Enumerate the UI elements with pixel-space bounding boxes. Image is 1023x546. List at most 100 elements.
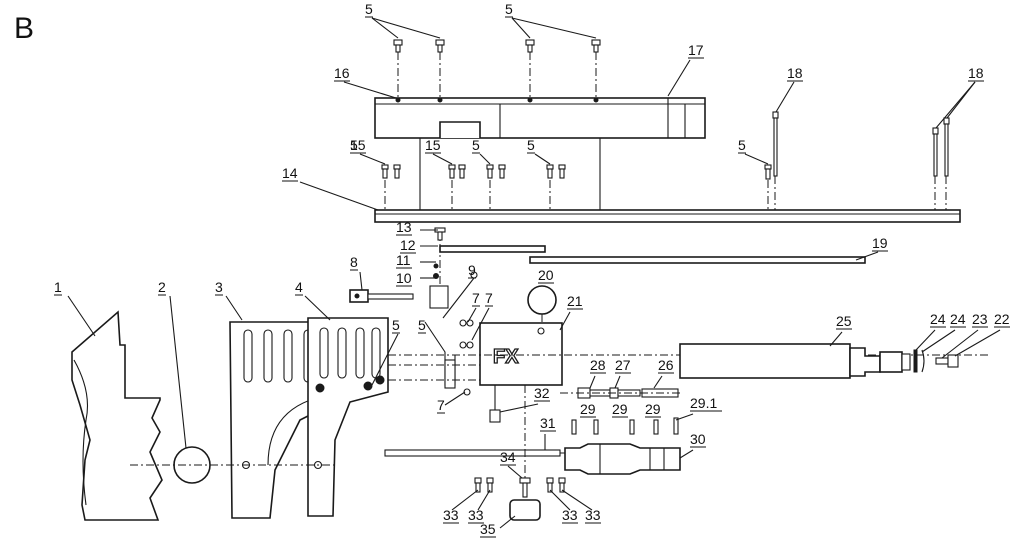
leader-line xyxy=(444,391,466,406)
callout-label: 26 xyxy=(658,357,674,373)
stock-plate-4 xyxy=(307,317,389,517)
leader-line xyxy=(915,329,936,351)
callout-label: 29 xyxy=(612,401,628,417)
lever-8 xyxy=(349,289,414,303)
leader-line xyxy=(653,375,663,389)
rail-screw-holes-16 xyxy=(395,97,599,103)
callout-label: 31 xyxy=(540,415,556,431)
leader-line xyxy=(499,515,516,529)
callout-label: 18 xyxy=(968,65,984,81)
leader-line xyxy=(299,181,379,211)
callout-label: 19 xyxy=(872,235,888,251)
trigger-rod-31 xyxy=(384,449,565,457)
leader-line xyxy=(744,153,769,165)
cylinder-30 xyxy=(564,443,681,475)
callout-label: 4 xyxy=(295,279,303,295)
leader-line xyxy=(371,17,441,39)
fx-logo: FX xyxy=(493,346,519,368)
callout-label: 5 xyxy=(418,317,426,333)
callout-label: 11 xyxy=(396,252,411,268)
part-10-block xyxy=(429,263,449,309)
leader-line xyxy=(371,333,399,386)
leader-line xyxy=(359,271,363,291)
leader-line xyxy=(359,153,386,165)
callout-label: 14 xyxy=(282,165,298,181)
gauge-20 xyxy=(527,285,557,323)
callout-label: 2 xyxy=(158,279,166,295)
callout-label: 5 xyxy=(350,137,358,153)
screws-33 xyxy=(474,477,566,493)
leader-line xyxy=(921,329,956,353)
callout-label: 5 xyxy=(365,1,373,17)
callout-label: 7 xyxy=(485,290,493,306)
leader-line xyxy=(679,449,694,459)
callout-label: 1 xyxy=(54,279,62,295)
callout-label: 13 xyxy=(396,219,412,235)
callout-label: 15 xyxy=(350,137,366,153)
scope-rail-17 xyxy=(374,97,706,210)
callout-label: 7 xyxy=(437,397,445,413)
base-rail-14 xyxy=(374,209,961,223)
callout-label: 32 xyxy=(534,385,550,401)
top-screws-5 xyxy=(393,39,601,98)
callout-label: 30 xyxy=(690,431,706,447)
leader-line xyxy=(169,295,187,449)
buttpad-1 xyxy=(71,310,163,521)
leader-line xyxy=(67,295,96,337)
callout-label: 5 xyxy=(472,137,480,153)
callout-label: 12 xyxy=(400,237,416,253)
leader-line xyxy=(511,17,597,39)
callout-label: 33 xyxy=(443,507,459,523)
leader-line xyxy=(675,413,694,421)
trigger-bar-19 xyxy=(439,228,866,300)
leader-line xyxy=(511,17,531,39)
leader-line xyxy=(946,81,976,119)
small-screws-7 xyxy=(459,319,474,396)
callout-label: 18 xyxy=(787,65,803,81)
callout-label: 33 xyxy=(585,507,601,523)
callout-label: 5 xyxy=(505,1,513,17)
callout-label: 5 xyxy=(392,317,400,333)
callout-label: 23 xyxy=(972,311,988,327)
leader-line xyxy=(371,17,399,39)
callout-label: 21 xyxy=(567,293,583,309)
leader-line xyxy=(667,59,691,97)
screw-13 xyxy=(434,227,446,241)
panel-letter: B xyxy=(14,12,35,45)
leader-line xyxy=(561,489,593,511)
callout-label: 33 xyxy=(468,507,484,523)
leader-line xyxy=(559,311,571,331)
callout-label: 5 xyxy=(738,137,746,153)
leader-line xyxy=(829,331,843,347)
bracket-6 xyxy=(424,321,456,389)
leader-line xyxy=(499,403,539,413)
leader-line xyxy=(225,295,243,321)
barrel-25 xyxy=(679,343,911,379)
callout-label: 9 xyxy=(468,262,476,278)
leader-line xyxy=(507,465,523,479)
callout-label: 15 xyxy=(425,137,441,153)
leader-line xyxy=(432,153,453,165)
leader-line xyxy=(304,295,331,321)
callout-label: 35 xyxy=(480,521,496,537)
washers-24 xyxy=(913,349,925,373)
callout-label: 8 xyxy=(350,254,358,270)
callout-label: 29.1 xyxy=(690,395,717,411)
leader-line xyxy=(534,153,551,165)
callout-label: 25 xyxy=(836,313,852,329)
callout-label: 7 xyxy=(472,290,480,306)
part-32 xyxy=(489,385,501,423)
leader-line xyxy=(775,81,795,113)
callout-label: 24 xyxy=(950,311,966,327)
callout-label: 24 xyxy=(930,311,946,327)
receiver-block-21: FX xyxy=(479,322,563,386)
callout-label: 16 xyxy=(334,65,350,81)
leader-line xyxy=(451,489,479,511)
leader-line xyxy=(614,375,621,389)
callout-label: 17 xyxy=(688,42,704,58)
leader-line xyxy=(589,375,596,389)
pins-18 xyxy=(764,111,950,210)
leader-line xyxy=(855,251,879,261)
